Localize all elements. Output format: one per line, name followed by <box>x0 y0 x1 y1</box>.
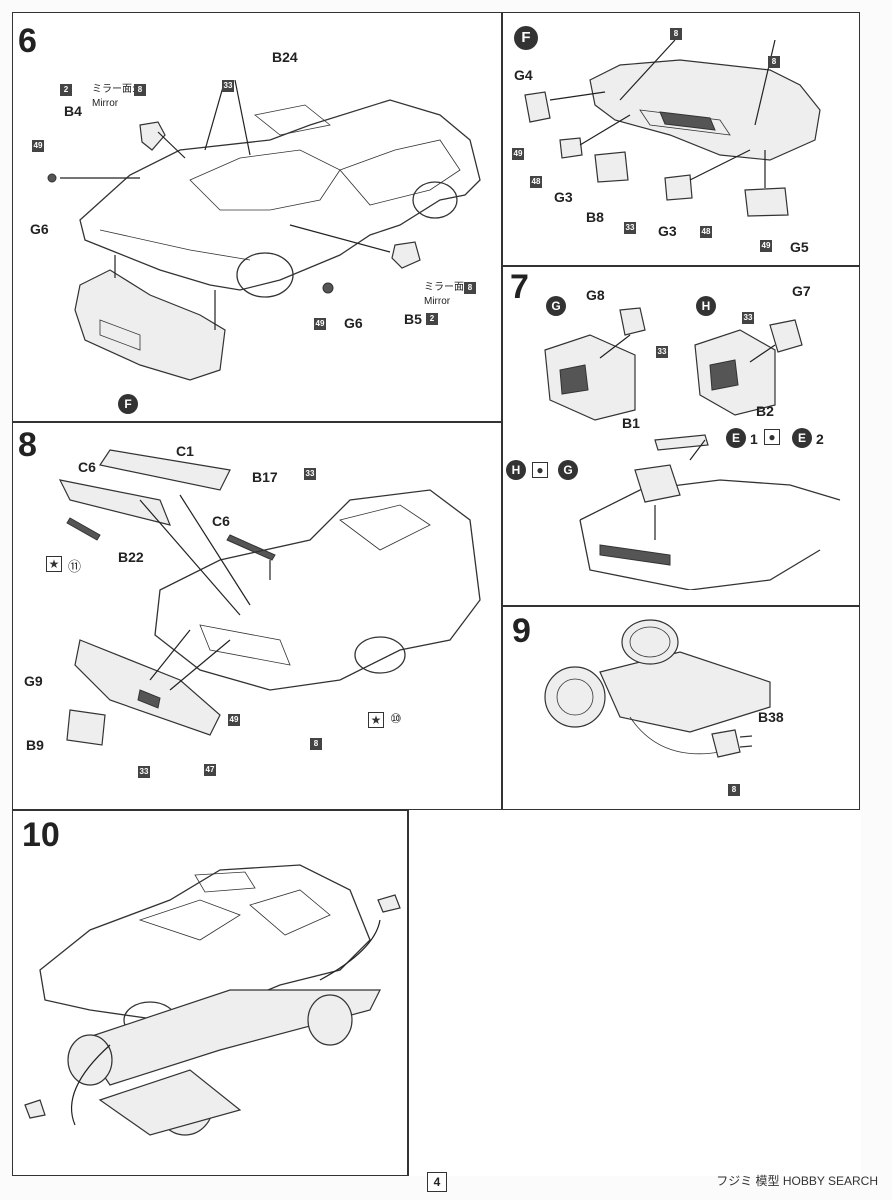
part-label-b17: B17 <box>252 469 278 485</box>
mirror-note-en: Mirror <box>424 296 451 307</box>
part-label-b8: B8 <box>586 209 604 225</box>
part-label-g4: G4 <box>514 67 533 83</box>
step-6-panel <box>12 12 502 422</box>
step-number: 10 <box>22 816 60 854</box>
part-label-b4: B4 <box>64 103 82 119</box>
part-tree-g: G <box>546 296 566 316</box>
part-label-b22: B22 <box>118 549 144 565</box>
part-label-e1: 1 <box>750 431 758 447</box>
paint-code: 8 <box>728 784 740 796</box>
paint-code: 33 <box>624 222 636 234</box>
paint-code: 8 <box>768 56 780 68</box>
paint-code: 8 <box>464 282 476 294</box>
step-10-final-assembly-drawing <box>24 864 401 1136</box>
part-label-g6: G6 <box>30 221 49 237</box>
paint-code: 33 <box>304 468 316 480</box>
part-tree-e: E <box>726 428 746 448</box>
part-tree-g: G <box>558 460 578 480</box>
step-number: 9 <box>512 612 531 650</box>
paint-code: 33 <box>222 80 234 92</box>
paint-code: 49 <box>32 140 44 152</box>
step-8-car-rear-drawing <box>58 449 481 746</box>
paint-code: 49 <box>314 318 326 330</box>
decal-number: ⑪ <box>68 560 82 575</box>
paint-code: 49 <box>512 148 524 160</box>
paint-code: 49 <box>228 714 240 726</box>
paint-code: 8 <box>670 28 682 40</box>
decal-star-icon: ★ <box>368 712 384 728</box>
mirror-note-jp: ミラー面: <box>92 84 135 95</box>
part-label-g7: G7 <box>792 283 811 299</box>
blank-area <box>408 810 861 1176</box>
paint-code: 48 <box>530 176 542 188</box>
page-number: 4 <box>427 1172 447 1192</box>
mirror-note-jp: ミラー面: <box>424 282 467 293</box>
front-bumper-drawing <box>524 40 821 217</box>
step-7-parts-drawing <box>544 307 841 590</box>
paint-code: 33 <box>656 346 668 358</box>
paint-code: 8 <box>134 84 146 96</box>
paint-code: 8 <box>310 738 322 750</box>
decal-star-icon: ★ <box>46 556 62 572</box>
step-number: 7 <box>510 268 529 306</box>
step-number: 6 <box>18 22 37 60</box>
part-label-g9: G9 <box>24 673 43 689</box>
part-tree-h: H <box>506 460 526 480</box>
part-tree-h: H <box>696 296 716 316</box>
part-label-g8: G8 <box>586 287 605 303</box>
part-label-g5: G5 <box>790 239 809 255</box>
paint-code: 48 <box>700 226 712 238</box>
decal-number: ⑩ <box>390 712 402 727</box>
paint-code: 2 <box>60 84 72 96</box>
step-number: 8 <box>18 426 37 464</box>
paint-code: 47 <box>204 764 216 776</box>
part-label-c1: C1 <box>176 443 194 459</box>
part-label-c6: C6 <box>212 513 230 529</box>
combine-icon: ● <box>764 429 780 445</box>
step-6-car-body-drawing <box>47 80 481 381</box>
paint-code: 2 <box>426 313 438 325</box>
part-ref-f: F <box>118 394 138 414</box>
paint-code: 33 <box>742 312 754 324</box>
part-label-b24: B24 <box>272 49 298 65</box>
part-label-b1: B1 <box>622 415 640 431</box>
paint-code: 49 <box>760 240 772 252</box>
part-label-e2: 2 <box>816 431 824 447</box>
part-label-b9: B9 <box>26 737 44 753</box>
part-label-b2: B2 <box>756 403 774 419</box>
part-label-c6: C6 <box>78 459 96 475</box>
part-label-g3: G3 <box>554 189 573 205</box>
footer-brand: フジミ 模型 HOBBY SEARCH <box>716 1174 878 1188</box>
part-label-g3: G3 <box>658 223 677 239</box>
sub-step-letter-f: F <box>514 26 538 50</box>
paint-code: 33 <box>138 766 150 778</box>
part-label-b5: B5 <box>404 311 422 327</box>
part-tree-e: E <box>792 428 812 448</box>
step-9-chassis-drawing <box>544 619 771 758</box>
mirror-note-en: Mirror <box>92 98 119 109</box>
part-label-b38: B38 <box>758 709 784 725</box>
part-label-g6: G6 <box>344 315 363 331</box>
combine-icon: ● <box>532 462 548 478</box>
